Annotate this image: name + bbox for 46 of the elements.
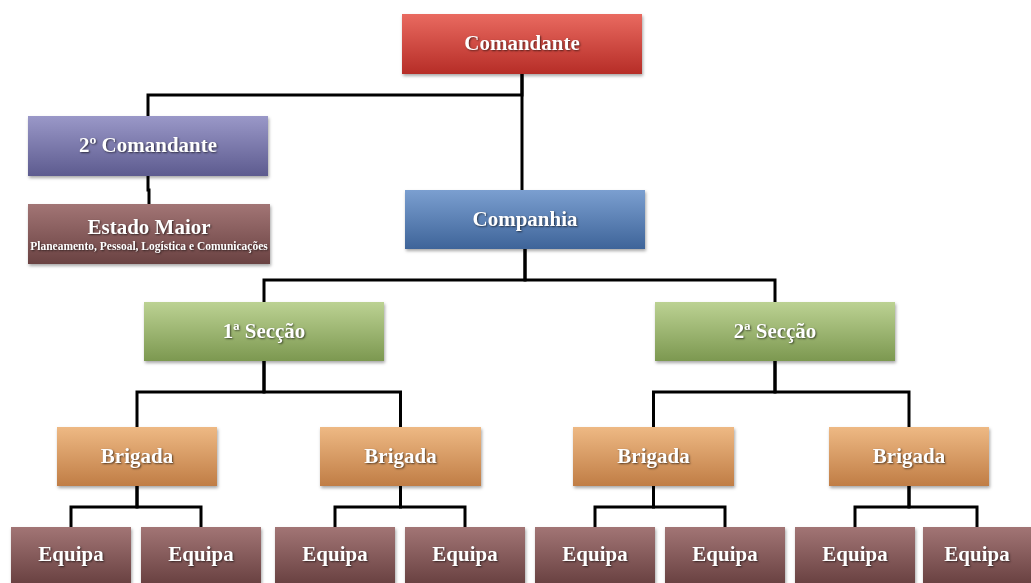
- box-title: Equipa: [432, 543, 498, 567]
- connector-line: [907, 486, 979, 527]
- org-box: [11, 527, 131, 583]
- org-box: [535, 527, 655, 583]
- connector-line: [135, 486, 203, 527]
- org-box: [402, 14, 642, 74]
- connector-line: [146, 176, 151, 204]
- box-title: Equipa: [168, 543, 234, 567]
- org-box: [665, 527, 785, 583]
- box-title: Equipa: [302, 543, 368, 567]
- box-title: Equipa: [38, 543, 104, 567]
- box-title: 1ª Secção: [222, 319, 306, 344]
- box-title: Equipa: [822, 543, 888, 567]
- box-title: Brigada: [872, 444, 946, 469]
- org-box: [655, 302, 895, 361]
- box-subtitle: Planeamento, Pessoal, Logística e Comunicações: [30, 239, 268, 252]
- box-title: Estado Maior: [87, 216, 211, 240]
- org-box: [923, 527, 1031, 583]
- org-box: [829, 427, 989, 486]
- org-box: [275, 527, 395, 583]
- box-title: Comandante: [464, 32, 580, 56]
- box-title: Equipa: [944, 543, 1010, 567]
- org-box: [405, 527, 525, 583]
- connector-line: [262, 361, 402, 427]
- connector-line: [773, 361, 911, 427]
- connector-line: [520, 74, 524, 190]
- org-box: [28, 116, 268, 176]
- org-box: [141, 527, 261, 583]
- org-box: [57, 427, 217, 486]
- box-title: Brigada: [100, 444, 174, 469]
- box-title: Brigada: [617, 444, 690, 469]
- org-box: [405, 190, 645, 249]
- box-title: Equipa: [562, 543, 628, 567]
- box-title: Equipa: [692, 543, 758, 567]
- org-box: [573, 427, 734, 486]
- org-box: [795, 527, 915, 583]
- connector-line: [399, 486, 467, 527]
- connector-line: [652, 486, 727, 527]
- box-title: Brigada: [364, 444, 437, 469]
- org-box: [320, 427, 481, 486]
- org-box: [144, 302, 384, 361]
- org-box: [28, 204, 270, 264]
- box-title: Companhia: [472, 207, 578, 232]
- connector-line: [523, 249, 777, 302]
- box-title: 2º Comandante: [78, 134, 218, 158]
- box-title: 2ª Secção: [733, 319, 817, 344]
